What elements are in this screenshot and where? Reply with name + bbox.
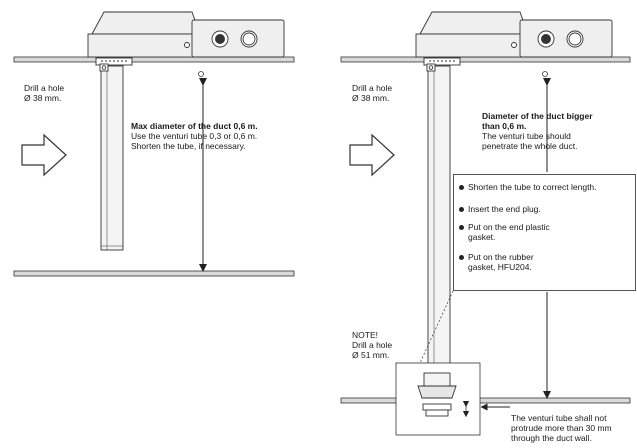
- bullet-icon: [459, 225, 464, 230]
- duct-note-right: Diameter of the duct bigger than 0,6 m. …: [482, 111, 593, 151]
- step-4-text1: Put on the rubber: [468, 252, 534, 262]
- duct-note-right-title2: than 0,6 m.: [482, 121, 527, 131]
- venturi-tube-left: [99, 63, 124, 251]
- duct-note-right-line3: The venturi tube should: [482, 131, 571, 141]
- drill-hole-line2: Ø 38 mm.: [24, 93, 62, 103]
- duct-wall-bottom-right: [340, 397, 631, 404]
- duct-note-left: Max diameter of the duct 0,6 m. Use the …: [131, 121, 258, 151]
- note-line3: Ø 51 mm.: [352, 350, 390, 360]
- instructions-box: Shorten the tube to correct length. Inse…: [453, 174, 636, 291]
- bullet-icon: [459, 255, 464, 260]
- drill-hole-right-line2: Ø 38 mm.: [352, 93, 390, 103]
- duct-note-right-line4: penetrate the whole duct.: [482, 141, 578, 151]
- tube-end-detail: [395, 290, 481, 436]
- step-4-text2: gasket, HFU204.: [468, 262, 532, 272]
- note-line1: NOTE!: [352, 330, 378, 340]
- protrude-line1: The venturi tube shall not: [511, 413, 607, 423]
- duct-note-left-title: Max diameter of the duct 0,6 m.: [131, 121, 258, 131]
- airflow-arrow-left: [21, 133, 67, 177]
- transmitter-device-left: [87, 11, 285, 66]
- transmitter-device-right: [415, 11, 613, 66]
- screw-right: [542, 71, 548, 77]
- step-3-text2: gasket.: [468, 232, 496, 242]
- step-1: Shorten the tube to correct length.: [468, 182, 597, 192]
- step-2-text: Insert the end plug.: [468, 204, 541, 214]
- drill-hole-line1: Drill a hole: [24, 83, 65, 93]
- bullet-icon: [459, 207, 464, 212]
- drill-hole-label-left: Drill a hole Ø 38 mm.: [24, 83, 64, 103]
- duct-wall-top-right: [340, 56, 631, 63]
- duct-note-right-title1: Diameter of the duct bigger: [482, 111, 593, 121]
- protrude-note: The venturi tube shall not protrude more…: [511, 413, 612, 443]
- step-2: Insert the end plug.: [468, 204, 541, 214]
- airflow-arrow-right: [349, 133, 395, 177]
- step-3: Put on the end plastic gasket.: [468, 222, 550, 242]
- protrude-line2: protrude more than 30 mm: [511, 423, 612, 433]
- drill-hole-label-right: Drill a hole Ø 38 mm.: [352, 83, 392, 103]
- duct-note-left-line2: Use the venturi tube 0,3 or 0,6 m.: [131, 131, 258, 141]
- duct-note-left-line3: Shorten the tube, if necessary.: [131, 141, 246, 151]
- step-3-text1: Put on the end plastic: [468, 222, 550, 232]
- step-1-text: Shorten the tube to correct length.: [468, 182, 597, 192]
- venturi-tube-right: [426, 63, 451, 367]
- protrude-line3: through the duct wall.: [511, 433, 592, 443]
- note-line2: Drill a hole: [352, 340, 393, 350]
- drill-hole-right-line1: Drill a hole: [352, 83, 393, 93]
- bullet-icon: [459, 185, 464, 190]
- duct-wall-top-left: [13, 56, 295, 63]
- screw-left: [198, 71, 204, 77]
- duct-wall-bottom-left: [13, 270, 295, 277]
- step-4: Put on the rubber gasket, HFU204.: [468, 252, 534, 272]
- note-drill-51: NOTE! Drill a hole Ø 51 mm.: [352, 330, 392, 360]
